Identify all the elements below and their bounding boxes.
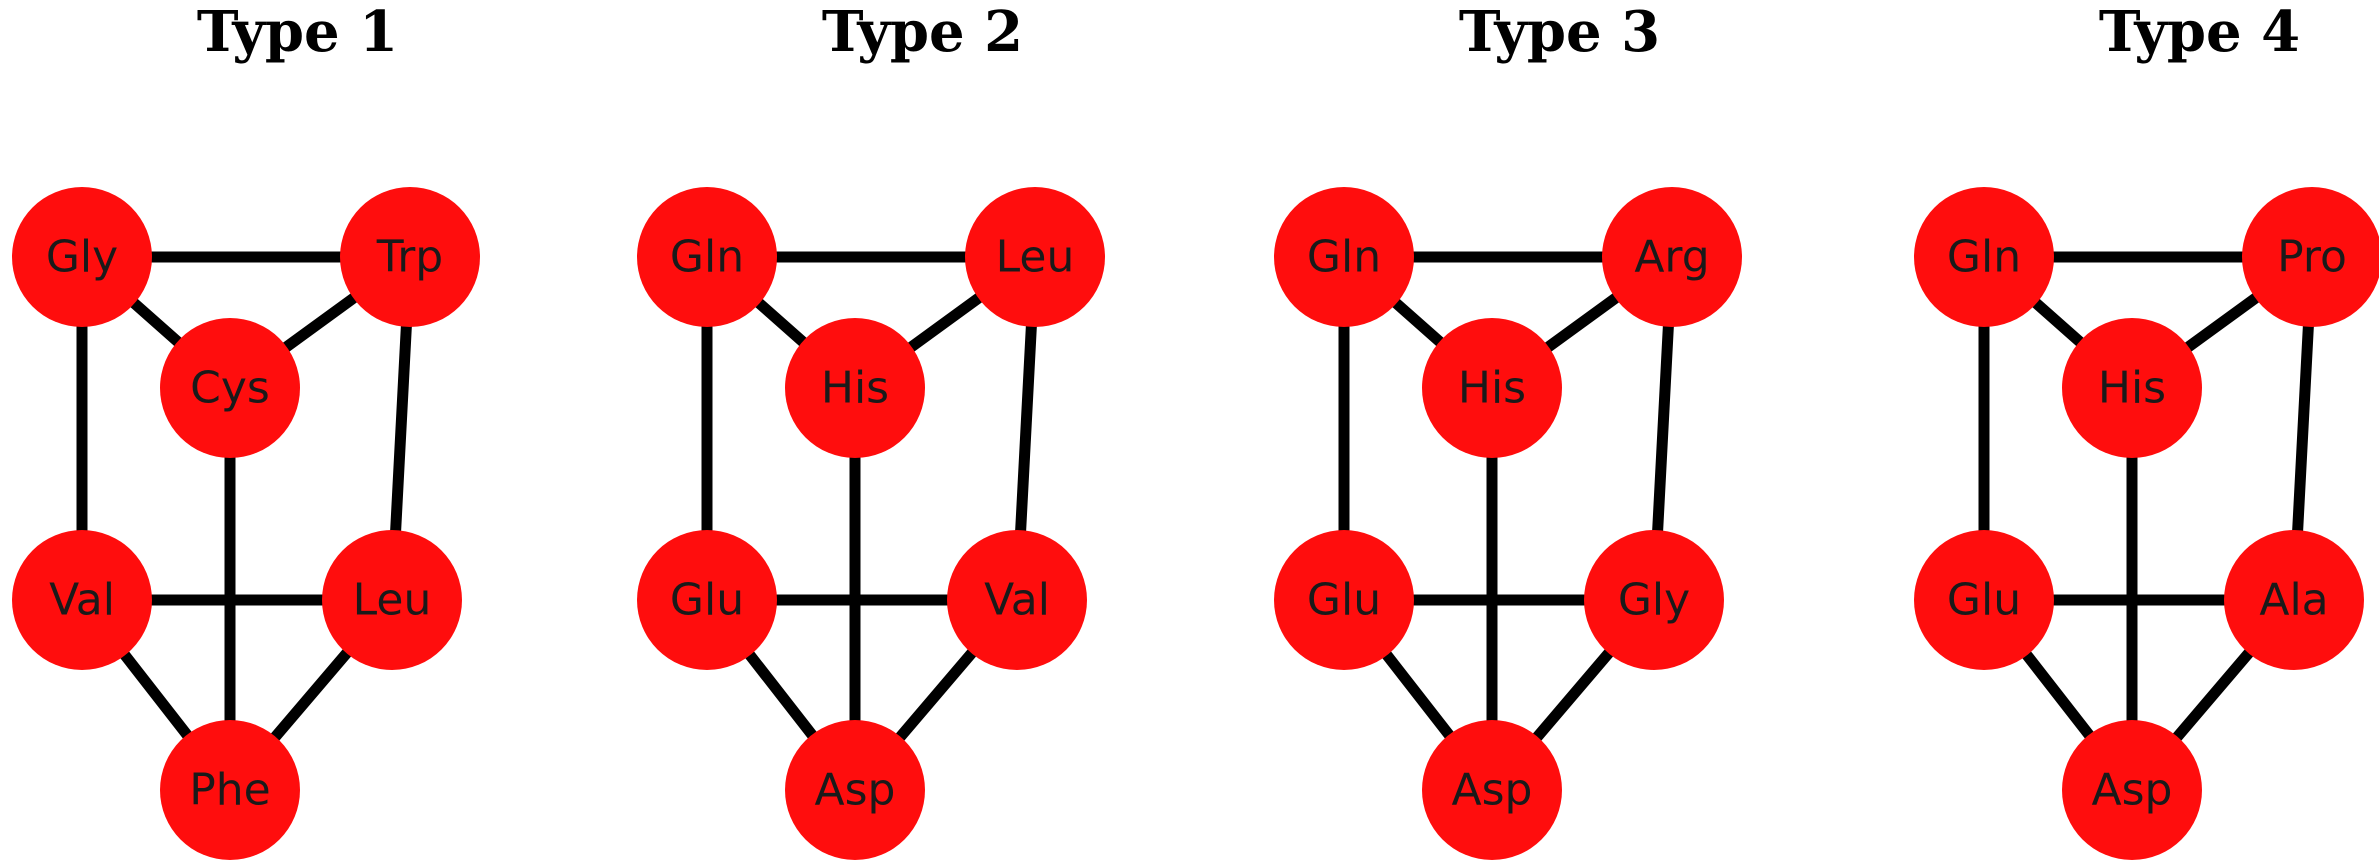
node-label: Gly — [46, 232, 118, 283]
node-leu: Leu — [965, 187, 1105, 327]
node-trp: Trp — [340, 187, 480, 327]
node-gln: Gln — [637, 187, 777, 327]
node-gly: Gly — [1584, 530, 1724, 670]
node-label: His — [821, 363, 889, 414]
node-gly: Gly — [12, 187, 152, 327]
node-circle — [1914, 530, 2054, 670]
node-circle — [947, 530, 1087, 670]
node-circle — [785, 318, 925, 458]
node-circle — [2062, 318, 2202, 458]
node-circle — [1274, 187, 1414, 327]
node-circle — [2224, 530, 2364, 670]
node-circle — [965, 187, 1105, 327]
node-circle — [2242, 187, 2379, 327]
node-asp: Asp — [2062, 720, 2202, 860]
node-label: Phe — [189, 765, 271, 816]
node-his: His — [785, 318, 925, 458]
node-circle — [1422, 720, 1562, 860]
node-circle — [340, 187, 480, 327]
node-circle — [785, 720, 925, 860]
node-label: Ala — [2259, 575, 2328, 626]
node-circle — [1584, 530, 1724, 670]
node-circle — [1914, 187, 2054, 327]
panel-title: Type 3 — [1458, 0, 1661, 65]
node-circle — [322, 530, 462, 670]
node-arg: Arg — [1602, 187, 1742, 327]
node-label: Asp — [1452, 765, 1533, 816]
node-circle — [12, 530, 152, 670]
node-leu: Leu — [322, 530, 462, 670]
node-circle — [2062, 720, 2202, 860]
node-label: Gln — [670, 232, 744, 283]
node-label: Gly — [1618, 575, 1690, 626]
node-circle — [1422, 318, 1562, 458]
node-label: Glu — [670, 575, 744, 626]
node-label: Gln — [1307, 232, 1381, 283]
node-label: Trp — [376, 232, 443, 283]
node-label: Asp — [815, 765, 896, 816]
node-label: Glu — [1307, 575, 1381, 626]
node-label: Val — [984, 575, 1050, 626]
node-asp: Asp — [1422, 720, 1562, 860]
node-circle — [160, 720, 300, 860]
node-label: Glu — [1947, 575, 2021, 626]
node-val: Val — [12, 530, 152, 670]
node-circle — [12, 187, 152, 327]
node-circle — [637, 530, 777, 670]
node-circle — [1602, 187, 1742, 327]
node-label: Asp — [2092, 765, 2173, 816]
node-circle — [637, 187, 777, 327]
panel-title: Type 1 — [196, 0, 399, 65]
node-ala: Ala — [2224, 530, 2364, 670]
node-his: His — [1422, 318, 1562, 458]
node-glu: Glu — [637, 530, 777, 670]
node-label: Val — [49, 575, 115, 626]
node-label: Arg — [1634, 232, 1709, 283]
node-cys: Cys — [160, 318, 300, 458]
node-circle — [160, 318, 300, 458]
node-label: His — [2098, 363, 2166, 414]
node-asp: Asp — [785, 720, 925, 860]
node-label: Cys — [190, 363, 270, 414]
node-glu: Glu — [1914, 530, 2054, 670]
node-label: His — [1458, 363, 1526, 414]
node-his: His — [2062, 318, 2202, 458]
node-label: Pro — [2277, 232, 2347, 283]
node-val: Val — [947, 530, 1087, 670]
node-label: Gln — [1947, 232, 2021, 283]
node-gln: Gln — [1274, 187, 1414, 327]
node-label: Leu — [353, 575, 432, 626]
node-label: Leu — [996, 232, 1075, 283]
node-pro: Pro — [2242, 187, 2379, 327]
node-circle — [1274, 530, 1414, 670]
node-glu: Glu — [1274, 530, 1414, 670]
node-gln: Gln — [1914, 187, 2054, 327]
panel-title: Type 2 — [821, 0, 1024, 65]
panel-title: Type 4 — [2098, 0, 2301, 65]
node-phe: Phe — [160, 720, 300, 860]
